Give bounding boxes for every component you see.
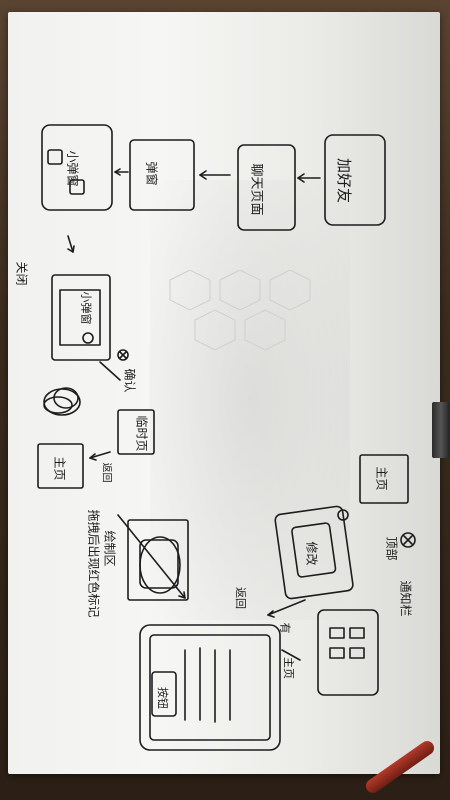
label-have: 有 xyxy=(278,622,292,634)
sketch-temp-page xyxy=(117,409,155,455)
sketch-chat-box xyxy=(237,144,296,231)
label-return: 返回 xyxy=(100,462,112,483)
label-temp-page: 临时页 xyxy=(134,415,149,452)
label-note-drag: 拖拽后出现红色标记 xyxy=(86,509,101,618)
sketch-main-page-right xyxy=(359,454,409,504)
label-back: 返回 xyxy=(234,587,247,609)
sketch-main-page-left xyxy=(37,443,84,489)
label-small-popup: 小弹窗 xyxy=(65,150,80,187)
label-chat-interface: 聊天页面 xyxy=(248,163,264,216)
label-alert-small: 小弹窗 xyxy=(79,291,93,325)
label-note-draw: 绘制区 xyxy=(102,530,117,567)
label-confirm: 确认 xyxy=(122,368,137,393)
sketch-small-popup-box xyxy=(41,124,113,211)
label-main-phone: 主页 xyxy=(282,657,295,679)
sketch-popup-box xyxy=(129,139,195,211)
label-main-page-right: 主页 xyxy=(374,466,389,491)
sketch-add-friend-box xyxy=(324,134,386,226)
label-main-page-left: 主页 xyxy=(52,456,67,481)
label-note-fix: 修改 xyxy=(304,541,319,566)
binder-clip xyxy=(432,402,450,458)
label-popup-note: 关闭 xyxy=(14,261,29,286)
sketch-draw-area xyxy=(127,519,189,601)
faint-hex-pattern xyxy=(169,270,311,351)
label-add-friend: 加好友 xyxy=(335,157,354,204)
label-popup: 弹窗 xyxy=(144,161,159,186)
label-note-top: 顶部 xyxy=(384,536,399,561)
label-notify: 通知栏 xyxy=(398,580,413,617)
label-button-tag: 按钮 xyxy=(156,687,169,709)
sketch-confirm-box xyxy=(274,505,354,600)
paper-sheet xyxy=(8,12,440,774)
sketch-alert-box xyxy=(51,274,111,361)
paper-fold-shadow xyxy=(150,180,350,620)
sketch-main-phone xyxy=(139,624,281,751)
sketch-notify-phone xyxy=(317,609,379,696)
